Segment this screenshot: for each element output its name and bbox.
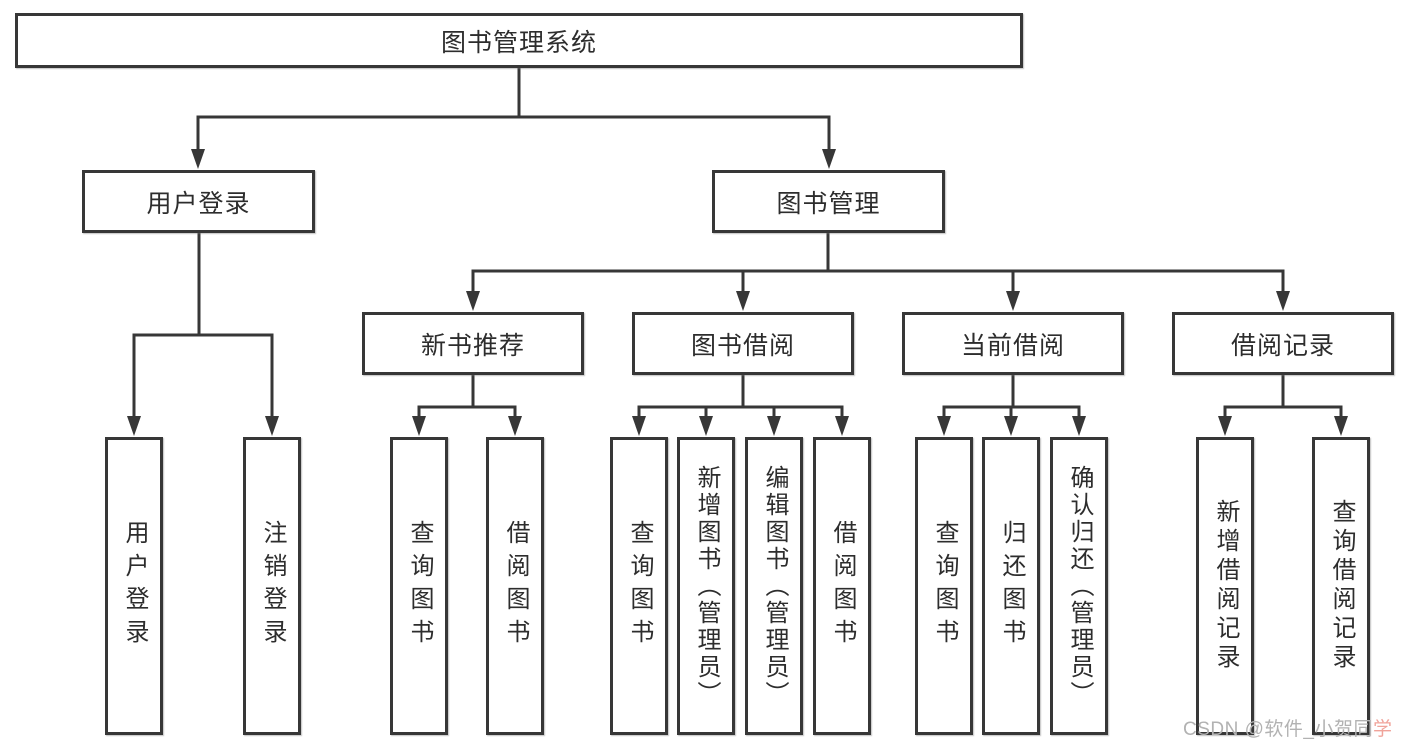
- node-book-management: 图书管理: [712, 170, 945, 233]
- node-label: 当前借阅: [960, 331, 1065, 360]
- leaf-query-books-current: 查询图书: [915, 437, 973, 735]
- node-label: 图书管理: [776, 189, 881, 218]
- node-label: 用户登录: [146, 189, 251, 218]
- leaf-label: 编辑图书（管理员）: [761, 464, 788, 708]
- node-borrow-records: 借阅记录: [1172, 312, 1394, 375]
- leaf-label: 查询借阅记录: [1328, 499, 1355, 673]
- leaf-user-login: 用户登录: [105, 437, 163, 735]
- leaf-return-books: 归还图书: [982, 437, 1040, 735]
- watermark-accent-text: 学: [1372, 719, 1393, 740]
- leaf-query-books-recommend: 查询图书: [390, 437, 448, 735]
- leaf-label: 注销登录: [259, 520, 286, 652]
- leaf-add-borrow-record: 新增借阅记录: [1196, 437, 1254, 735]
- leaf-logout: 注销登录: [243, 437, 301, 735]
- leaf-label: 新增图书（管理员）: [693, 464, 720, 708]
- node-user-login: 用户登录: [82, 170, 315, 233]
- node-label: 图书管理系统: [440, 28, 597, 57]
- node-label: 借阅记录: [1230, 331, 1335, 360]
- leaf-label: 查询图书: [626, 520, 653, 652]
- leaf-label: 查询图书: [931, 520, 958, 652]
- leaf-confirm-return-admin: 确认归还（管理员）: [1050, 437, 1108, 735]
- node-new-book-recommend: 新书推荐: [362, 312, 584, 375]
- leaf-borrow-books-recommend: 借阅图书: [486, 437, 544, 735]
- leaf-label: 借阅图书: [829, 520, 856, 652]
- leaf-label: 借阅图书: [502, 520, 529, 652]
- arrowheads: [127, 149, 1348, 436]
- node-book-borrow: 图书借阅: [632, 312, 854, 375]
- leaf-query-books-borrow: 查询图书: [610, 437, 668, 735]
- node-label: 新书推荐: [420, 331, 525, 360]
- leaf-label: 新增借阅记录: [1212, 499, 1239, 673]
- watermark-text: CSDN @软件_小贺同: [1183, 719, 1373, 740]
- leaf-borrow-books: 借阅图书: [813, 437, 871, 735]
- leaf-label: 确认归还（管理员）: [1066, 464, 1093, 708]
- leaf-label: 归还图书: [998, 520, 1025, 652]
- node-current-borrow: 当前借阅: [902, 312, 1124, 375]
- node-label: 图书借阅: [690, 331, 795, 360]
- leaf-query-borrow-record: 查询借阅记录: [1312, 437, 1370, 735]
- leaf-label: 查询图书: [406, 520, 433, 652]
- csdn-watermark: CSDN @软件_小贺同学: [1183, 714, 1393, 741]
- leaf-edit-books-admin: 编辑图书（管理员）: [745, 437, 803, 735]
- leaf-label: 用户登录: [121, 520, 148, 652]
- node-library-management-system: 图书管理系统: [15, 13, 1023, 68]
- leaf-add-books-admin: 新增图书（管理员）: [677, 437, 735, 735]
